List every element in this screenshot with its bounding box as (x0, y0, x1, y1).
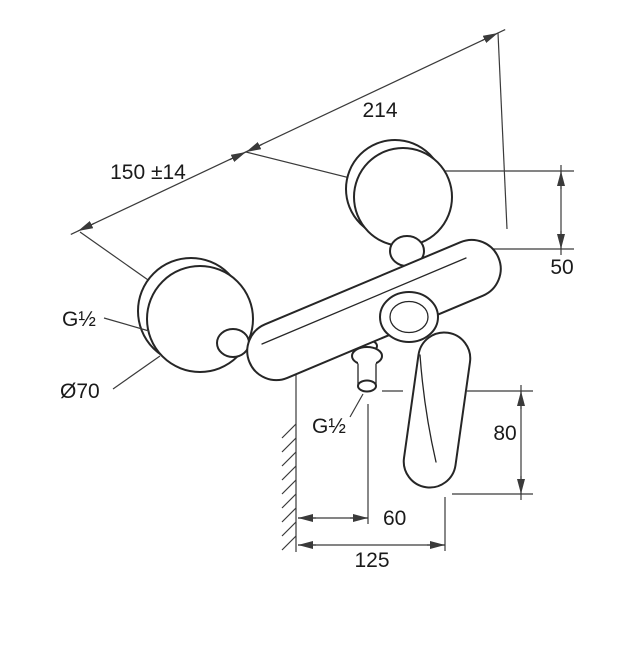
hatch-line (281, 437, 297, 453)
leader-line-g-half-bottom (349, 393, 364, 418)
wall-hatching (281, 423, 297, 551)
hatch-line (281, 465, 297, 481)
arrowhead (77, 220, 95, 232)
dimension-125-label: 125 (354, 549, 389, 572)
handle-hub-accent (389, 300, 429, 334)
leader-line-diameter-70 (112, 355, 161, 390)
hatch-line (281, 535, 297, 551)
dimension-50: 50 (550, 165, 574, 279)
arrowhead (245, 141, 263, 153)
g-half-left-label: G½ (62, 308, 96, 331)
hatch-line (281, 451, 297, 467)
handle-lever-accent (419, 354, 437, 463)
outlet-thread-end (357, 379, 377, 393)
faucet-object (137, 139, 502, 489)
outlet-stub-fill (358, 360, 376, 386)
dimension-line-chain (70, 29, 506, 235)
extension-line-body-end (497, 32, 508, 230)
dimension-80: 80 (382, 385, 533, 500)
handle-hub (379, 291, 439, 343)
dimension-125: 125 (298, 497, 446, 572)
hatch-line (281, 423, 297, 439)
hatch-line (281, 479, 297, 495)
arrowhead (229, 151, 247, 163)
callouts: G½ Ø70 G½ (60, 308, 364, 438)
leader-line-g-half-left (103, 317, 150, 332)
faucet-body-accent (261, 257, 467, 345)
handle-lever (402, 331, 472, 489)
dimension-chain-top: 214 150 ±14 (70, 29, 506, 235)
diameter-70-label: Ø70 (60, 380, 100, 403)
hatch-line (281, 521, 297, 537)
left-union-nut (216, 328, 250, 358)
top-escutcheon (353, 147, 453, 247)
dimension-150-label: 150 ±14 (110, 161, 186, 184)
dimension-60: 60 (298, 404, 406, 530)
dimension-80-label: 80 (493, 422, 516, 445)
hatch-line (281, 507, 297, 523)
dimension-60-label: 60 (383, 507, 406, 530)
bottom-outlet (351, 346, 383, 393)
dimension-214-label: 214 (362, 99, 397, 122)
g-half-bottom-label: G½ (312, 415, 346, 438)
faucet-body (246, 238, 502, 382)
arrowhead (481, 32, 499, 44)
hatch-line (281, 493, 297, 509)
dimension-50-label: 50 (550, 256, 573, 279)
